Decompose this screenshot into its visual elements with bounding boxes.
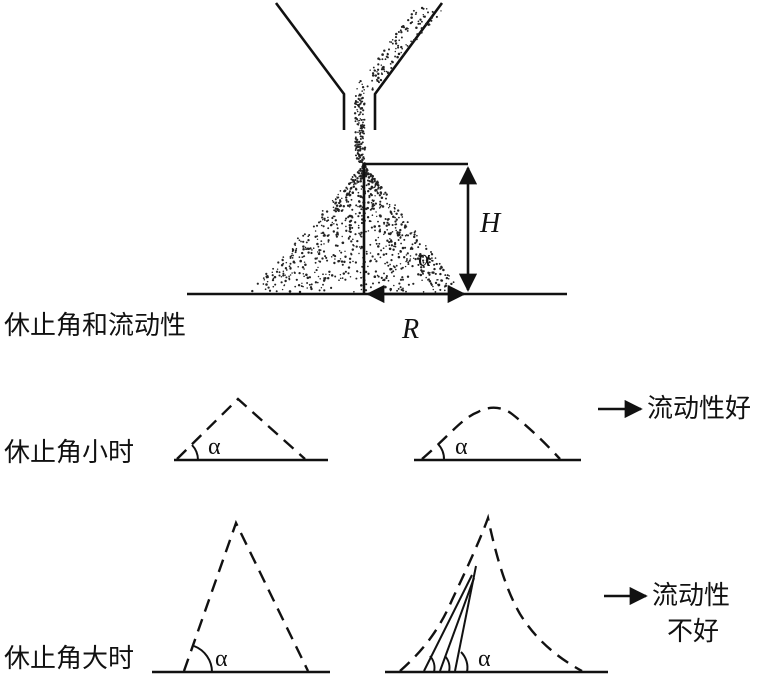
height-frame [362,162,468,294]
svg-text:α: α [215,646,228,672]
large-angle-label: 休止角大时 [4,644,134,674]
large-angle-cone-triangle: α [152,519,330,674]
svg-text:α: α [455,434,468,460]
small-angle-cone-rounded: α [414,406,581,462]
svg-text:α: α [478,646,491,672]
title-repose-and-flow: 休止角和流动性 [4,311,186,341]
svg-text:流动性: 流动性 [652,581,730,611]
angle-label-main: α [418,246,431,272]
good-flow-result: 流动性好 [598,394,751,424]
powder-stream [353,6,442,165]
svg-text:不好: 不好 [667,617,719,647]
svg-text:流动性好: 流动性好 [647,394,751,424]
funnel [274,2,444,130]
height-label: H [479,208,502,239]
powder-pile [251,163,455,294]
radius-label: R [401,314,419,345]
large-angle-cone-irregular: α [385,513,608,674]
poor-flow-result: 流动性 不好 [604,581,730,647]
svg-text:α: α [208,434,221,460]
small-angle-label: 休止角小时 [4,438,134,468]
small-angle-cone-triangle: α [174,397,328,462]
